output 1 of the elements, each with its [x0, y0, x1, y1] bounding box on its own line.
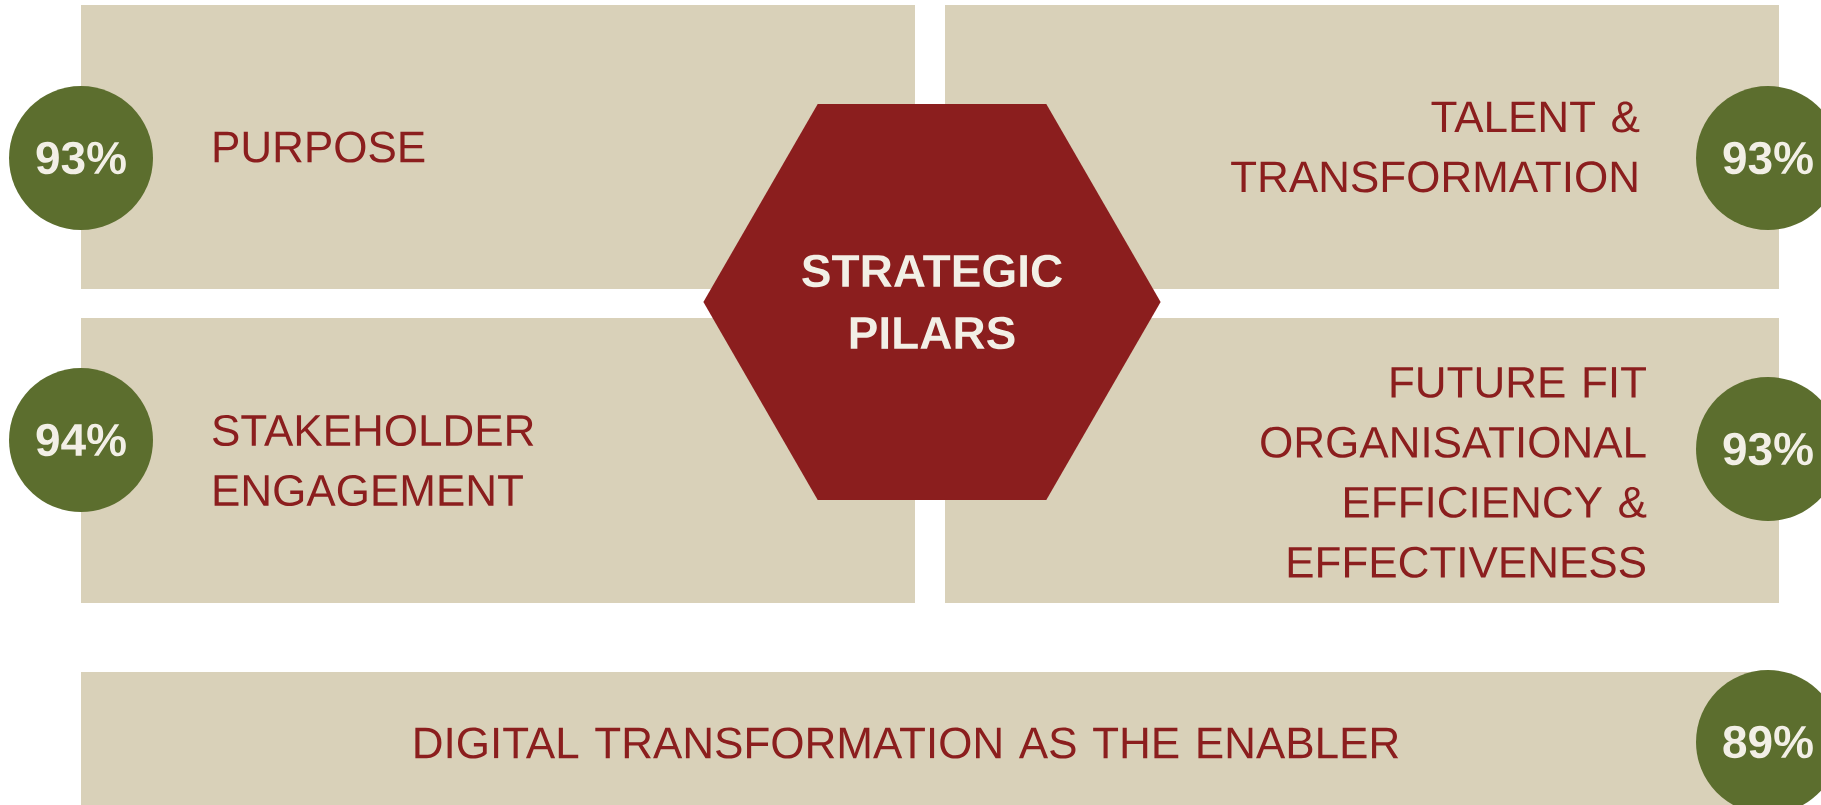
hexagon: STRATEGIC PILARS	[703, 104, 1161, 500]
